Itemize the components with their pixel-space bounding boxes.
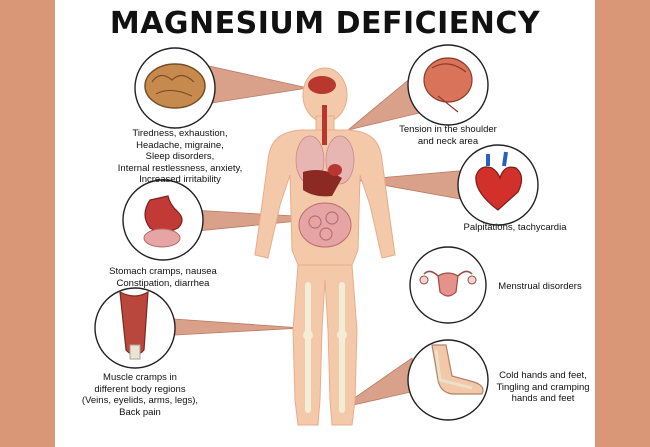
brain-symptoms-label: Tiredness, exhaustion, Headache, migrain… xyxy=(117,128,243,185)
stomach-symptoms-label: Stomach cramps, nausea Constipation, dia… xyxy=(109,266,217,289)
shoulder-symptoms-label: Tension in the shoulder and neck area xyxy=(399,124,497,147)
muscle-pointer xyxy=(157,317,303,337)
muscle-circle xyxy=(94,287,176,369)
shoulder-circle xyxy=(407,44,489,126)
uterus-circle xyxy=(409,246,487,324)
muscle-symptoms-label: Muscle cramps in different body regions … xyxy=(81,372,199,418)
heart-circle xyxy=(457,144,539,226)
uterus-icon xyxy=(437,272,459,297)
uterus-symptoms-label: Menstrual disorders xyxy=(498,281,582,292)
heart-icon xyxy=(475,166,523,211)
heart-symptoms-label: Palpitations, tachycardia xyxy=(463,222,567,233)
brain-pointer xyxy=(199,63,309,105)
foot-symptoms-label: Cold hands and feet, Tingling and crampi… xyxy=(496,370,590,404)
left-side-band xyxy=(0,0,55,447)
human-body xyxy=(254,67,396,426)
foot-circle xyxy=(407,339,489,421)
brain-circle xyxy=(134,47,216,129)
stomach-circle xyxy=(122,179,204,261)
stomach-icon xyxy=(144,195,183,233)
shoulder-icon xyxy=(423,57,473,103)
right-side-band xyxy=(595,0,650,447)
brain-icon xyxy=(144,63,206,109)
page-title: MAGNESIUM DEFICIENCY xyxy=(109,6,541,41)
